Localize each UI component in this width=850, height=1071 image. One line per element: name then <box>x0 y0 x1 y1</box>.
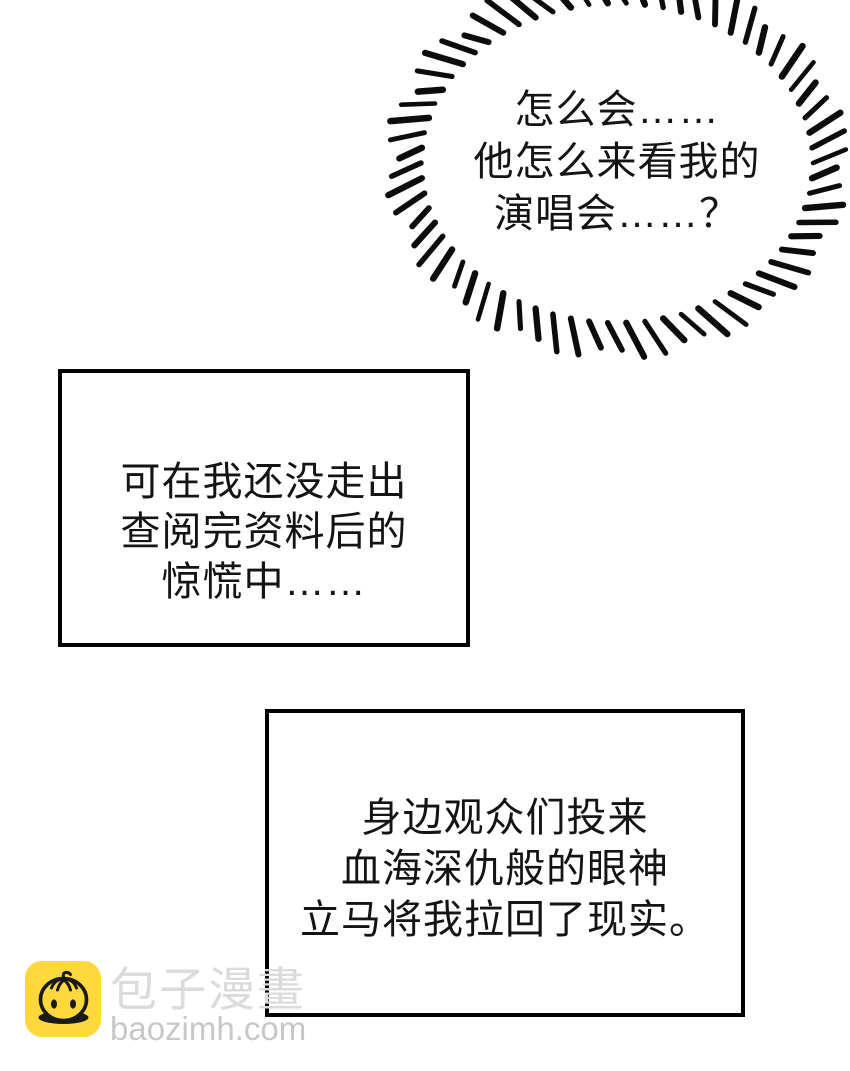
baozi-bun-icon <box>25 961 101 1037</box>
caption-line: 立马将我拉回了现实。 <box>300 898 710 942</box>
caption-box-1: 可在我还没走出 查阅完资料后的 惊慌中…… <box>58 369 470 647</box>
watermark-site-url: baozimh.com <box>110 1010 307 1047</box>
caption-box-2: 身边观众们投来 血海深仇般的眼神 立马将我拉回了现实。 <box>265 709 745 1017</box>
watermark-text: 包子漫畫 baozimh.com <box>110 961 306 1045</box>
bubble-line: 怎么会…… <box>514 88 720 132</box>
bubble-line: 他怎么来看我的 <box>473 140 761 184</box>
caption-line: 身边观众们投来 <box>361 796 649 840</box>
caption-line: 惊慌中…… <box>161 560 367 604</box>
burst-bubble: 怎么会…… 他怎么来看我的 演唱会……？ <box>392 84 842 240</box>
watermark-site-name: 包子漫畫 <box>110 963 306 1016</box>
bubble-line: 演唱会……？ <box>494 192 740 236</box>
caption-line: 查阅完资料后的 <box>120 510 408 554</box>
caption-line: 血海深仇般的眼神 <box>341 847 669 891</box>
caption-box-1-text: 可在我还没走出 查阅完资料后的 惊慌中…… <box>62 457 466 607</box>
watermark: 包子漫畫 baozimh.com <box>25 961 306 1045</box>
caption-box-2-text: 身边观众们投来 血海深仇般的眼神 立马将我拉回了现实。 <box>269 793 741 946</box>
caption-line: 可在我还没走出 <box>120 460 408 504</box>
burst-bubble-spikes <box>385 0 849 360</box>
